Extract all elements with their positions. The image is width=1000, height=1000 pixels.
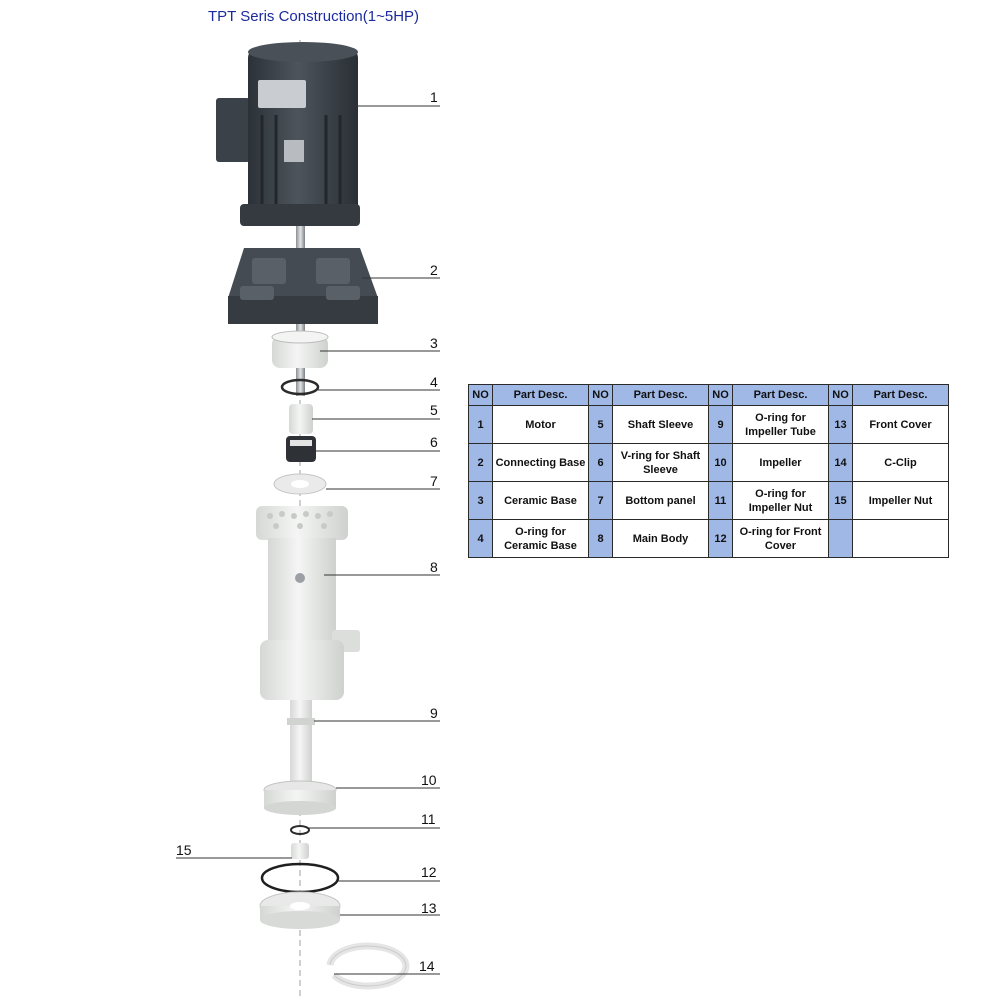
front-cover-part <box>259 891 341 929</box>
diagram-title: TPT Seris Construction(1~5HP) <box>208 8 420 25</box>
callout-11: 11 <box>421 811 436 827</box>
part-description: Connecting Base <box>492 443 589 482</box>
part-description: O-ring for Impeller Nut <box>732 481 829 520</box>
o-ring-front-cover <box>260 862 340 894</box>
part-number: 5 <box>588 405 613 444</box>
header-no: NO <box>828 384 853 406</box>
pump-motor-icon <box>216 42 360 226</box>
header-no: NO <box>468 384 493 406</box>
part-number: 4 <box>468 519 493 558</box>
part-number: 15 <box>828 481 853 520</box>
part-description: O-ring for Impeller Tube <box>732 405 829 444</box>
part-description: O-ring for Ceramic Base <box>492 519 589 558</box>
pump-body-icon <box>256 506 360 700</box>
part-description: Shaft Sleeve <box>612 405 709 444</box>
shaft-sleeve-part <box>289 404 313 434</box>
callout-13: 13 <box>421 900 437 916</box>
part-description: Ceramic Base <box>492 481 589 520</box>
callout-5: 5 <box>430 402 438 418</box>
callout-9: 9 <box>430 705 438 721</box>
v-ring-part <box>286 436 316 462</box>
part-number: 3 <box>468 481 493 520</box>
table-row: 3 Ceramic Base 7 Bottom panel 11 O-ring … <box>468 481 949 520</box>
part-number: 2 <box>468 443 493 482</box>
parts-table-header: NO Part Desc. NO Part Desc. NO Part Desc… <box>468 384 949 406</box>
impeller-tube-part <box>287 700 315 782</box>
table-row: 4 O-ring for Ceramic Base 8 Main Body 12… <box>468 519 949 558</box>
part-number: 14 <box>828 443 853 482</box>
leader-lines <box>176 105 440 975</box>
part-number: 6 <box>588 443 613 482</box>
part-number: 7 <box>588 481 613 520</box>
bottom-panel-part <box>273 473 327 495</box>
part-description: Motor <box>492 405 589 444</box>
part-number: 8 <box>588 519 613 558</box>
callout-10: 10 <box>421 772 437 788</box>
header-part-desc: Part Desc. <box>492 384 589 406</box>
part-description: Impeller Nut <box>852 481 949 520</box>
callout-7: 7 <box>430 473 438 489</box>
callout-numbers: 1 2 3 4 5 6 7 8 9 10 11 12 13 14 15 <box>176 89 438 974</box>
ceramic-base-part <box>271 330 329 368</box>
part-description: O-ring for Front Cover <box>732 519 829 558</box>
callout-15: 15 <box>176 842 192 858</box>
part-description: V-ring for Shaft Sleeve <box>612 443 709 482</box>
connecting-base-icon <box>228 248 378 324</box>
callout-2: 2 <box>430 262 438 278</box>
callout-1: 1 <box>430 89 438 105</box>
header-part-desc: Part Desc. <box>852 384 949 406</box>
table-row: 1 Motor 5 Shaft Sleeve 9 O-ring for Impe… <box>468 405 949 444</box>
part-description: Main Body <box>612 519 709 558</box>
part-description: Front Cover <box>852 405 949 444</box>
callout-4: 4 <box>430 374 438 390</box>
callout-3: 3 <box>430 335 438 351</box>
header-no: NO <box>588 384 613 406</box>
part-description: C-Clip <box>852 443 949 482</box>
part-number: 10 <box>708 443 733 482</box>
table-row: 2 Connecting Base 6 V-ring for Shaft Sle… <box>468 443 949 482</box>
parts-table: NO Part Desc. NO Part Desc. NO Part Desc… <box>468 384 949 558</box>
o-ring-impeller-nut <box>290 825 310 835</box>
part-number <box>828 519 853 558</box>
part-description: Bottom panel <box>612 481 709 520</box>
part-number: 11 <box>708 481 733 520</box>
part-number: 9 <box>708 405 733 444</box>
o-ring-ceramic-base <box>280 378 320 396</box>
part-number: 12 <box>708 519 733 558</box>
callout-14: 14 <box>419 958 435 974</box>
c-clip-outline <box>329 945 407 987</box>
callout-6: 6 <box>430 434 438 450</box>
impeller-nut-part <box>291 843 309 859</box>
callout-12: 12 <box>421 864 437 880</box>
header-part-desc: Part Desc. <box>612 384 709 406</box>
part-description <box>852 519 949 558</box>
part-number: 1 <box>468 405 493 444</box>
impeller-part <box>263 780 337 815</box>
header-no: NO <box>708 384 733 406</box>
header-part-desc: Part Desc. <box>732 384 829 406</box>
callout-8: 8 <box>430 559 438 575</box>
part-description: Impeller <box>732 443 829 482</box>
part-number: 13 <box>828 405 853 444</box>
